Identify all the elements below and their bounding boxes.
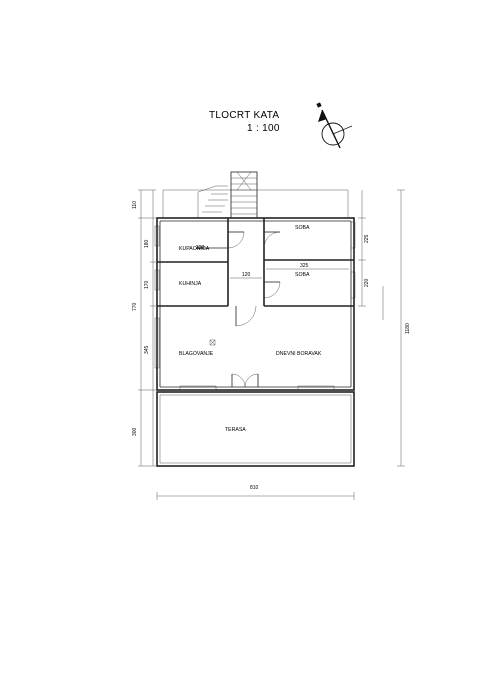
left-dimension-chain xyxy=(138,189,156,467)
room-label-kupaonica: KUPAONICA xyxy=(179,246,210,252)
dim-bottom-810: 810 xyxy=(250,485,259,491)
room-label-kuhinja: KUHINJA xyxy=(179,281,202,287)
terrace-outline xyxy=(156,391,355,467)
dim-left-170: 170 xyxy=(144,280,150,289)
room-label-soba-1: SOBA xyxy=(295,225,310,231)
dim-left-180: 180 xyxy=(144,239,150,248)
outer-walls xyxy=(156,217,355,391)
dim-left-110: 110 xyxy=(132,201,138,209)
dim-inner-325: 325 xyxy=(300,263,309,269)
dim-left-770: 770 xyxy=(132,302,138,311)
roof-outline xyxy=(162,189,349,218)
north-arrow-icon xyxy=(316,102,353,149)
room-label-soba-2: SOBA xyxy=(295,272,310,278)
dim-left-300: 300 xyxy=(132,427,138,436)
plan-title: TLOCRT KATA xyxy=(209,110,279,121)
chimney-symbol xyxy=(209,339,216,346)
room-label-terasa: TERASA xyxy=(225,427,246,433)
bottom-dimension-line xyxy=(156,492,355,500)
room-label-dnevni-boravak: DNEVNI BORAVAK xyxy=(276,351,322,357)
interior-walls xyxy=(157,218,354,307)
door-swings xyxy=(227,231,281,388)
dim-left-345: 345 xyxy=(144,345,150,354)
room-label-blagovanje: BLAGOVANJE xyxy=(179,351,214,357)
dim-right-1180: 1180 xyxy=(405,323,411,334)
dim-right-220: 220 xyxy=(364,278,370,287)
dim-right-225: 225 xyxy=(364,234,370,243)
windows xyxy=(154,221,356,391)
dim-inner-120: 120 xyxy=(242,272,251,278)
right-dimension-chain xyxy=(358,189,405,467)
dim-inner-220: 220 xyxy=(196,245,205,251)
stairs xyxy=(197,171,258,219)
plan-scale: 1 : 100 xyxy=(247,123,280,134)
